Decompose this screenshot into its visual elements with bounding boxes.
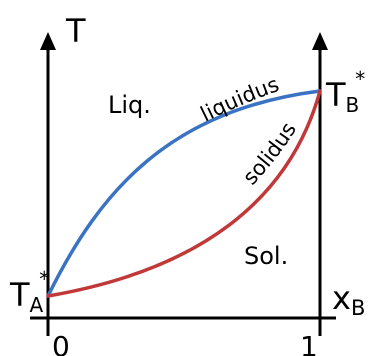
solidus-label: solidus — [238, 118, 301, 189]
temperature-axis-label: T — [65, 12, 86, 50]
solidus-curve — [46, 89, 322, 298]
liquidus-curve — [46, 89, 322, 298]
arrowhead-up-icon — [312, 32, 328, 50]
melting-point-b-label: TB* — [325, 67, 365, 117]
melting-point-a-label: TA* — [9, 267, 49, 317]
composition-axis-label: xB — [332, 279, 365, 320]
solid-region-label: Sol. — [244, 242, 288, 270]
tick-label-zero: 0 — [52, 330, 70, 356]
liquid-region-label: Liq. — [108, 91, 151, 119]
arrowhead-up-icon — [40, 32, 56, 50]
liquidus-label: liquidus — [197, 72, 282, 126]
tick-label-one: 1 — [300, 330, 318, 356]
